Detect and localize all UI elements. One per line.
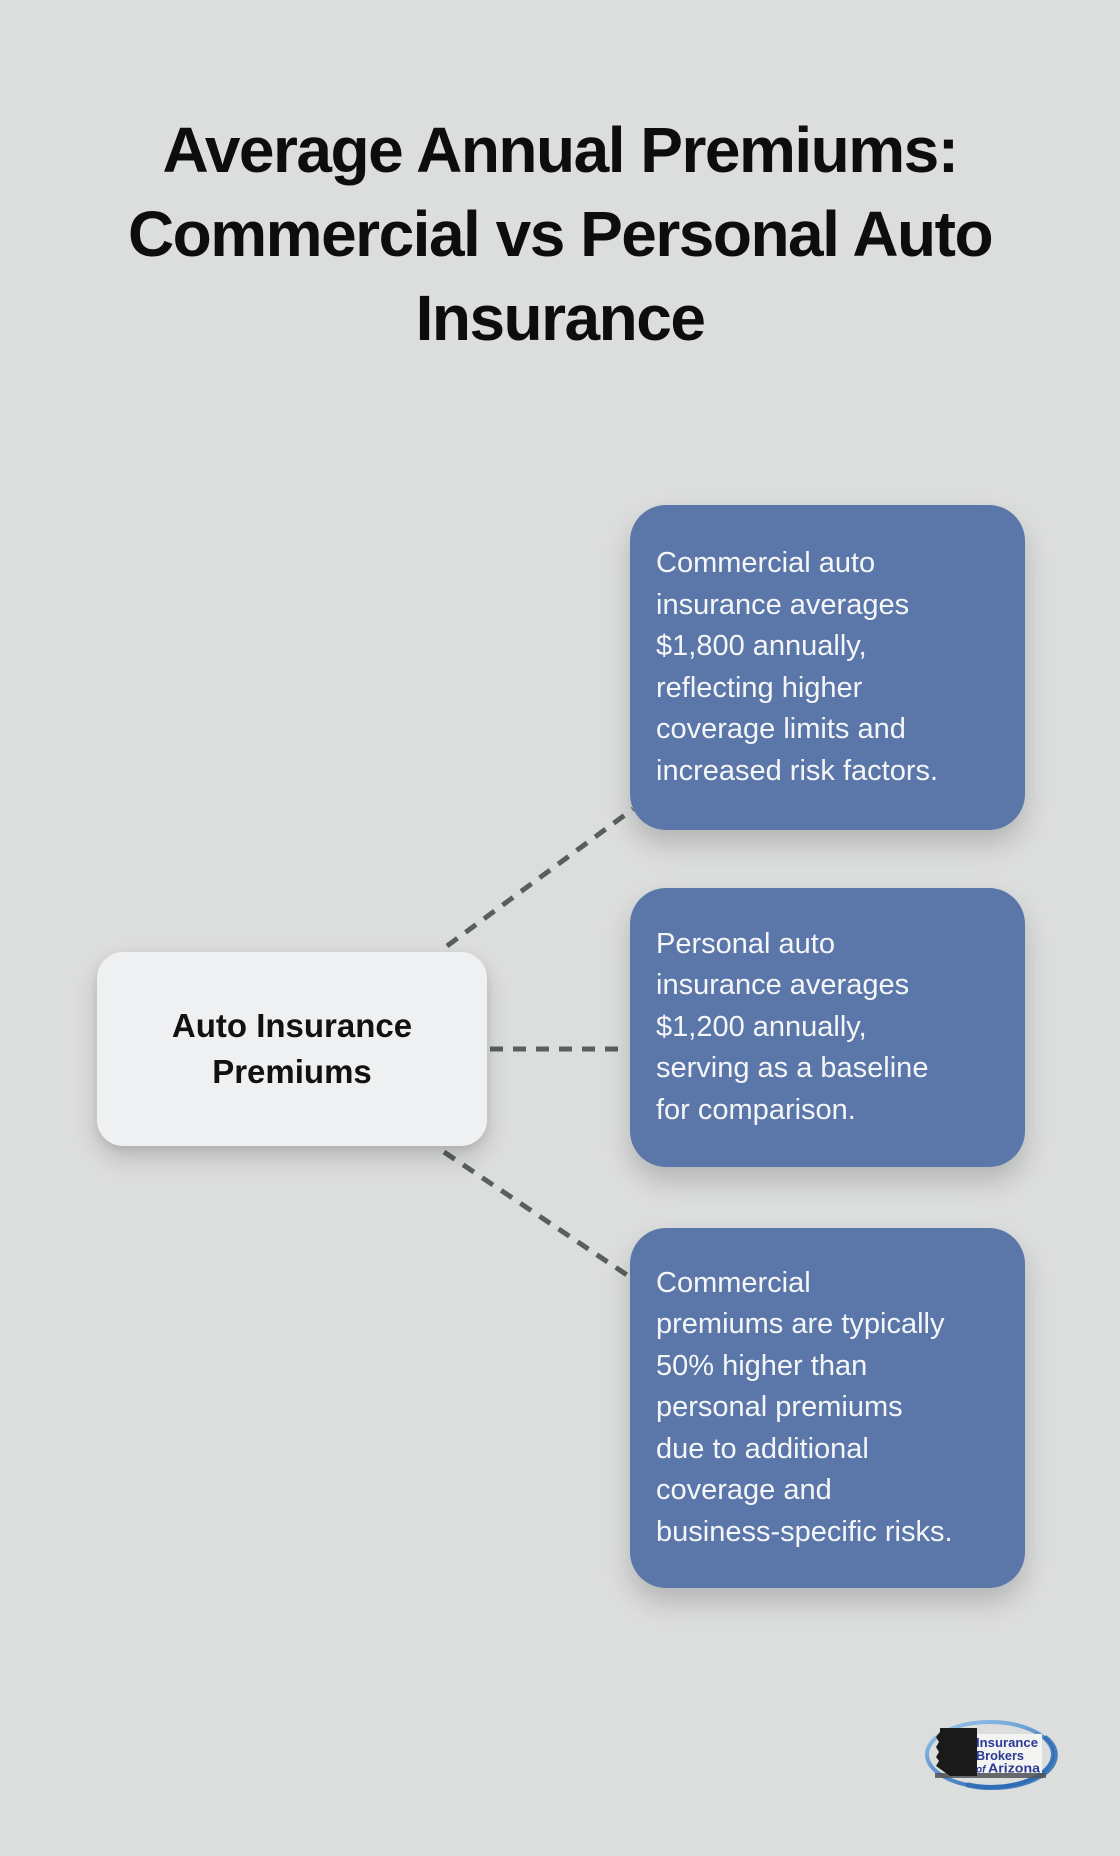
branch-text: Commercial auto insurance averages $1,80… — [656, 547, 939, 787]
branch-card-personal-premium: Personal auto insurance averages $1,200 … — [630, 888, 1025, 1167]
logo-label-background — [972, 1734, 1042, 1773]
company-logo: Insurance Brokers of Arizona — [925, 1720, 1058, 1791]
logo-text-brokers: Brokers — [976, 1748, 1024, 1763]
center-node-label: Auto Insurance Premiums — [171, 1007, 413, 1090]
branch-text: Personal auto insurance averages $1,200 … — [656, 927, 929, 1126]
connector-line-top — [445, 806, 635, 949]
arizona-state-icon — [936, 1728, 977, 1776]
branch-card-premium-difference: Commercial premiums are typically 50% hi… — [630, 1228, 1025, 1588]
page-title: Average Annual Premiums: Commercial vs P… — [127, 114, 994, 354]
connector-line-bottom — [442, 1149, 632, 1280]
branch-text: Commercial premiums are typically 50% hi… — [656, 1266, 953, 1548]
center-node: Auto Insurance Premiums — [97, 952, 487, 1146]
logo-shadow-bar — [935, 1773, 1046, 1778]
logo-text-insurance: Insurance — [976, 1735, 1038, 1750]
branch-card-commercial-premium: Commercial auto insurance averages $1,80… — [630, 505, 1025, 830]
logo-text-of: of — [976, 1765, 987, 1776]
logo-text-arizona: Arizona — [988, 1761, 1041, 1776]
